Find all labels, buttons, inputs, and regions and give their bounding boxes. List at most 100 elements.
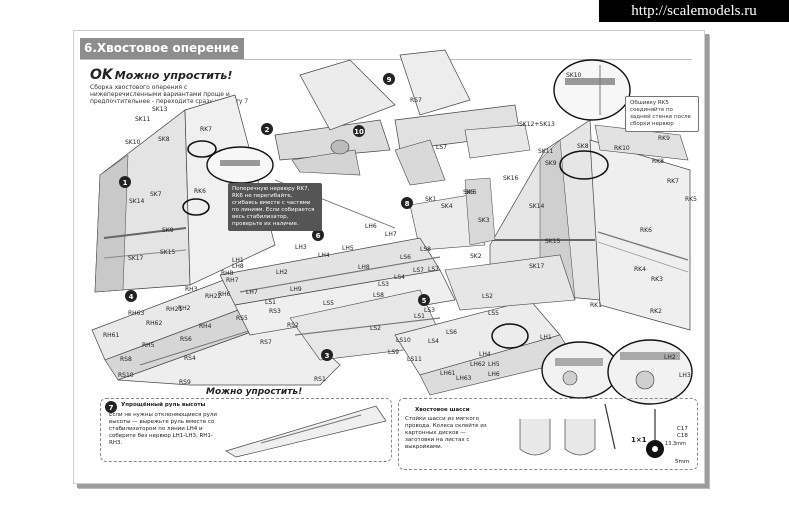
dim-c17: C17: [677, 426, 688, 432]
part-label: SK7: [150, 191, 162, 198]
left-fin-labels: SK13 SK11 SK10 SK8 SK7 SK14 SK9 SK15 SK1…: [125, 106, 212, 262]
ok-logo-icon: OK: [90, 67, 113, 83]
part-label: LS8: [420, 246, 431, 253]
part-label: RS9: [179, 379, 191, 386]
part-label: LS4: [428, 338, 439, 345]
part-label: SK14: [129, 198, 145, 205]
skin-note-callout: Обшивку RK5 соединяйте по задней стенке …: [625, 96, 699, 132]
part-label: RS4: [184, 355, 196, 362]
part-label: LS7: [413, 267, 424, 274]
fuselage-tail-part: [274, 49, 531, 229]
part-label: SK1: [425, 196, 437, 203]
part-label: SK9: [545, 160, 557, 167]
part-label: SK15: [160, 249, 176, 256]
part-label: RS2: [287, 322, 299, 329]
part-label: LH4: [479, 351, 491, 358]
scale-label: 1×1: [631, 436, 647, 444]
step-10-label: 10: [354, 128, 364, 136]
part-label: LH4: [318, 252, 330, 259]
part-label: RH3: [185, 286, 198, 293]
part-label: LS6: [400, 254, 411, 261]
part-label: RH63: [128, 310, 144, 317]
dim-c18: C18: [677, 433, 688, 439]
part-label: LS5: [323, 300, 334, 307]
left-elevator-part: [91, 269, 341, 386]
right-rudder-part: [559, 124, 691, 331]
part-label: RH21: [166, 306, 182, 313]
part-label: LS2: [370, 325, 381, 332]
left-elevator-labels: RH8 RH7 RH6 RH63 RH62 RH61 RH5 RH4 RH3 R…: [103, 263, 326, 386]
part-label: LH63: [456, 375, 472, 382]
part-label: SK5: [463, 189, 475, 196]
part-label: RH6: [218, 291, 231, 298]
step-6-label: 6: [316, 232, 321, 240]
part-label: RS7: [260, 339, 272, 346]
part-label: RS8: [120, 356, 132, 363]
part-label: RS7: [410, 97, 422, 104]
hinge-detail-callout-right: [607, 339, 693, 405]
part-label: RS5: [236, 315, 248, 322]
fuselage-labels: RS7 LS7: [410, 97, 447, 151]
part-label: LH8: [358, 264, 370, 271]
part-label: SK12+SK13: [519, 121, 555, 128]
part-label: LS6: [446, 329, 457, 336]
right-fin-part: [409, 119, 601, 301]
part-label: LH6: [488, 371, 500, 378]
part-label: SK8: [577, 143, 589, 150]
step-9-label: 9: [387, 76, 392, 84]
part-label: SK11: [135, 116, 151, 123]
part-label: SK9: [162, 227, 174, 234]
part-label: LS11: [407, 356, 422, 363]
part-label: RK6: [640, 227, 652, 234]
part-label: RH7: [226, 277, 239, 284]
part-label: LS3: [424, 307, 435, 314]
part-label: SK3: [478, 217, 490, 224]
part-label: LS4: [394, 274, 405, 281]
center-stab-labels: LH1 LH2 LH3 LH4 LH5 LH6 LH7 LH8 LH9 LS1 …: [232, 223, 424, 363]
part-label: SK8: [158, 136, 170, 143]
step-2-label: 2: [265, 126, 270, 134]
watermark: http://scalemodels.ru: [599, 0, 789, 22]
part-label: SK13: [152, 106, 168, 113]
part-label: SK14: [529, 203, 545, 210]
part-label: LH6: [365, 223, 377, 230]
step-1-label: 1: [123, 179, 128, 187]
part-label: RK5: [685, 196, 697, 203]
part-label: RK2: [650, 308, 662, 315]
part-label: LH9: [290, 286, 302, 293]
part-label: LS7: [428, 266, 439, 273]
part-label: RH2: [178, 305, 191, 312]
part-label: RS6: [180, 336, 192, 343]
part-label: LS8: [373, 292, 384, 299]
part-label: RK3: [651, 276, 663, 283]
part-label: RK9: [658, 135, 670, 142]
part-label: SK17: [128, 255, 144, 262]
hinge-detail-callout-left: [541, 341, 619, 399]
part-label: LH2: [664, 354, 676, 361]
rudder-detail-callout: [553, 59, 631, 121]
simplified-elevator-title: Упрощённый руль высоты: [121, 402, 206, 408]
simplified-elevator-sketch: [225, 405, 387, 458]
step-7-label: 7: [109, 404, 114, 412]
simplified-elevator-panel: Упрощённый руль высоты Если не нужны отк…: [100, 398, 392, 462]
part-label: SK16: [503, 175, 519, 182]
part-label: LH3: [679, 372, 691, 379]
part-label: SK17: [529, 263, 545, 270]
dim-13mm: 13.3mm: [665, 441, 686, 447]
rudder-labels: RK9 RK10 RK8 RK7 RK5 RK6 RK4 RK3 RK2 RK1: [590, 135, 697, 315]
right-fin-labels: SK10 SK9 SK11 SK12+SK13 SK8 SK16 SK14 SK…: [425, 72, 589, 270]
part-label: LH1: [540, 334, 552, 341]
part-label: RS3: [269, 308, 281, 315]
part-label: LS2: [482, 293, 493, 300]
part-label: SK15: [545, 238, 561, 245]
dim-5mm: 5mm: [675, 459, 690, 465]
part-label: SK6: [465, 189, 477, 196]
step-4-label: 4: [129, 293, 134, 301]
part-label: LH2: [276, 269, 288, 276]
part-label: LH1: [232, 257, 244, 264]
right-stab-labels: LS1 LS2 LS3 LS4 LS5 LS6 LS7 LS8 LH61 LH6…: [414, 246, 691, 382]
part-label: LS5: [488, 310, 499, 317]
part-label: LS7: [436, 144, 447, 151]
part-label: LH3: [295, 244, 307, 251]
part-label: RS10: [118, 372, 134, 379]
